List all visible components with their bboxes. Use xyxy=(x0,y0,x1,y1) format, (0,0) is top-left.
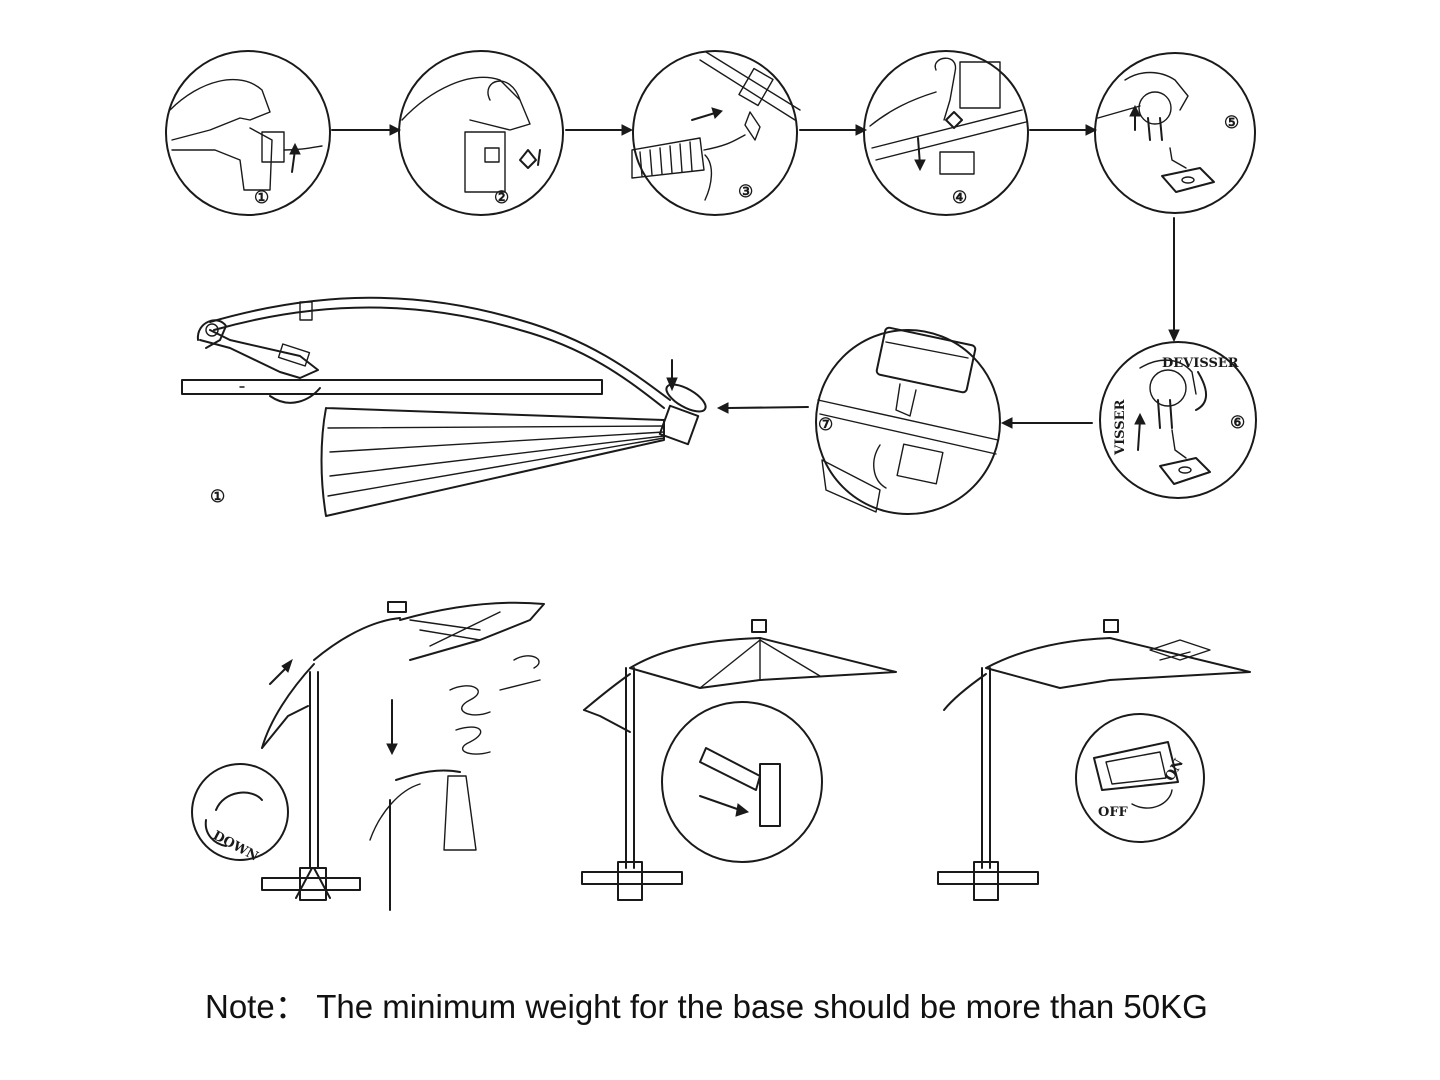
step-6-number: ⑥ xyxy=(1230,413,1245,433)
step-2-number: ② xyxy=(494,188,509,208)
step-5-panel: ⑤ xyxy=(1094,52,1256,214)
light-on-label: ON xyxy=(1162,756,1187,784)
step-2-panel: ② xyxy=(398,50,564,216)
step-1-panel: ① xyxy=(165,50,331,216)
light-off-label: OFF xyxy=(1098,805,1129,820)
assembly-step-number: ① xyxy=(210,487,225,507)
screw-label: VISSER xyxy=(1113,399,1128,456)
umbrella-tilt xyxy=(581,619,897,901)
step-5-number: ⑤ xyxy=(1224,113,1239,133)
step-3-panel: ③ xyxy=(631,50,801,216)
umbrella-lights-switch: OFF ON xyxy=(937,619,1251,901)
step-6-panel: DEVISSER VISSER ⑥ xyxy=(1099,341,1257,499)
step-1-number: ① xyxy=(254,188,269,208)
base-weight-note: Note： The minimum weight for the base sh… xyxy=(205,988,1208,1025)
step-7-panel: ⑦ xyxy=(815,326,1001,515)
folded-umbrella-assembly: ① xyxy=(181,296,707,517)
umbrella-open-crank: DOWN xyxy=(191,601,545,911)
step-7-number: ⑦ xyxy=(818,415,833,435)
step-3-number: ③ xyxy=(738,182,753,202)
unscrew-label: DEVISSER xyxy=(1162,356,1239,371)
step-4-panel: ④ xyxy=(863,50,1029,216)
step-4-number: ④ xyxy=(952,188,967,208)
